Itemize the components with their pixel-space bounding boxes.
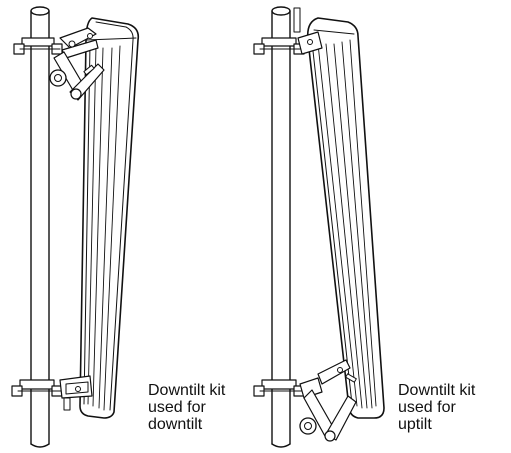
- left-caption-line-1: Downtilt kit: [148, 382, 226, 399]
- left-assembly: [11, 6, 140, 448]
- left-top-downtilt-kit: [13, 27, 105, 101]
- left-caption-line-2: used for: [148, 399, 206, 416]
- right-mounting-pole: [271, 6, 291, 448]
- left-caption: Downtilt kit used for downtilt: [148, 382, 225, 433]
- left-bottom-bracket: [11, 375, 93, 411]
- right-caption-line-2: used for: [398, 399, 456, 416]
- right-caption-line-3: uptilt: [398, 416, 432, 433]
- right-antenna-panel: [306, 17, 385, 419]
- right-bottom-downtilt-kit: [253, 359, 357, 442]
- left-antenna-panel: [79, 17, 140, 419]
- right-caption: Downtilt kit used for uptilt: [398, 382, 475, 433]
- right-caption-line-1: Downtilt kit: [398, 382, 476, 399]
- left-mounting-pole: [30, 6, 50, 448]
- left-caption-line-3: downtilt: [148, 416, 203, 433]
- right-assembly: [253, 6, 385, 448]
- right-top-bracket: [253, 7, 323, 55]
